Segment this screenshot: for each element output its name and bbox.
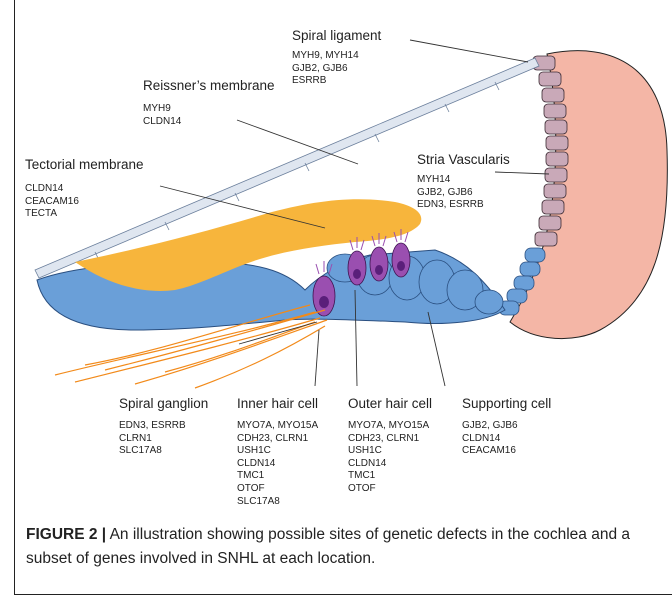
gene-item: CLDN14: [237, 458, 318, 471]
gene-item: CLDN14: [462, 433, 518, 446]
gene-item: GJB2, GJB6: [462, 420, 518, 433]
gene-item: TMC1: [237, 470, 318, 483]
gene-item: CLDN14: [25, 183, 79, 196]
outer-hair-cell-genes: MYO7A, MYO15A CDH23, CLRN1 USH1C CLDN14 …: [348, 420, 429, 496]
gene-item: ESRRB: [292, 75, 359, 88]
gene-item: CLDN14: [143, 116, 181, 129]
outer-hair-cell-label: Outer hair cell: [348, 396, 432, 412]
supporting-cell-genes: GJB2, GJB6 CLDN14 CEACAM16: [462, 420, 518, 458]
inner-hair-cell-genes: MYO7A, MYO15A CDH23, CLRN1 USH1C CLDN14 …: [237, 420, 318, 508]
spiral-ganglion-label: Spiral ganglion: [119, 396, 208, 412]
supporting-cell-label: Supporting cell: [462, 396, 551, 412]
gene-item: MYO7A, MYO15A: [237, 420, 318, 433]
outer-hair-cells-shape: [348, 229, 410, 285]
gene-item: EDN3, ESRRB: [417, 199, 484, 212]
gene-item: USH1C: [348, 445, 429, 458]
figure-caption-text: An illustration showing possible sites o…: [26, 526, 630, 567]
stria-vascularis-label: Stria Vascularis: [417, 152, 510, 168]
gene-item: CDH23, CLRN1: [348, 433, 429, 446]
gene-item: SLC17A8: [119, 445, 186, 458]
gene-item: USH1C: [237, 445, 318, 458]
gene-item: GJB2, GJB6: [292, 63, 359, 76]
gene-item: OTOF: [237, 483, 318, 496]
inner-hair-cell-label: Inner hair cell: [237, 396, 318, 412]
gene-item: MYH14: [417, 174, 484, 187]
gene-item: TECTA: [25, 208, 79, 221]
figure-panel: Spiral ligament MYH9, MYH14 GJB2, GJB6 E…: [14, 0, 672, 595]
figure-caption: FIGURE 2 | An illustration showing possi…: [26, 523, 646, 571]
gene-item: CEACAM16: [25, 196, 79, 209]
gene-item: CLRN1: [119, 433, 186, 446]
gene-item: CEACAM16: [462, 445, 518, 458]
stria-vascularis-genes: MYH14 GJB2, GJB6 EDN3, ESRRB: [417, 174, 484, 212]
gene-item: GJB2, GJB6: [417, 187, 484, 200]
tectorial-membrane-genes: CLDN14 CEACAM16 TECTA: [25, 183, 79, 221]
gene-item: CDH23, CLRN1: [237, 433, 318, 446]
gene-item: TMC1: [348, 470, 429, 483]
figure-caption-label: FIGURE 2 |: [26, 526, 106, 543]
gene-item: MYH9, MYH14: [292, 50, 359, 63]
gene-item: MYH9: [143, 103, 181, 116]
tectorial-membrane-label: Tectorial membrane: [25, 157, 144, 173]
reissners-membrane-genes: MYH9 CLDN14: [143, 103, 181, 128]
reissners-membrane-label: Reissner’s membrane: [143, 78, 275, 94]
spiral-ganglion-genes: EDN3, ESRRB CLRN1 SLC17A8: [119, 420, 186, 458]
spiral-ligament-genes: MYH9, MYH14 GJB2, GJB6 ESRRB: [292, 50, 359, 88]
gene-item: CLDN14: [348, 458, 429, 471]
gene-item: OTOF: [348, 483, 429, 496]
spiral-ligament-shape: [510, 51, 667, 339]
gene-item: MYO7A, MYO15A: [348, 420, 429, 433]
gene-item: SLC17A8: [237, 496, 318, 509]
spiral-ligament-label: Spiral ligament: [292, 28, 381, 44]
gene-item: EDN3, ESRRB: [119, 420, 186, 433]
